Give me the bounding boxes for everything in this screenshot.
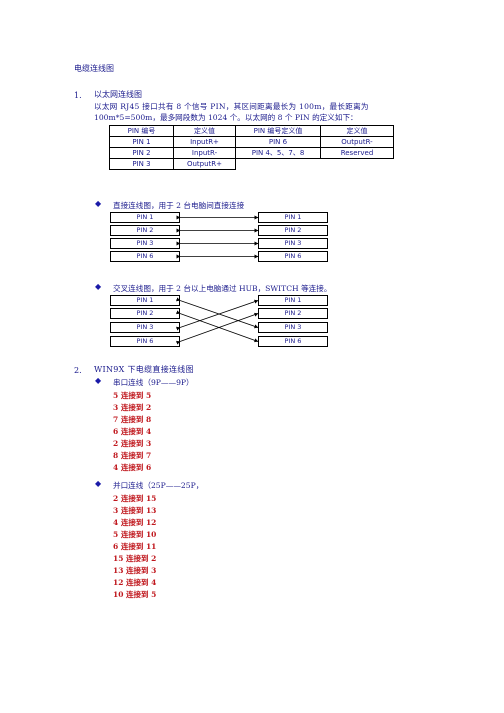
section-2-number: 2.	[74, 366, 82, 375]
cross-wire-6-to-2	[175, 312, 259, 345]
cross-right-pin: PIN 1	[258, 295, 328, 306]
cross-right-pin: PIN 2	[258, 308, 328, 319]
pin-definition-table: PIN 编号 定义值 PIN 编号定义值 定义值 PIN 1 InputR+ P…	[109, 125, 394, 170]
table-row: PIN 1 InputR+ PIN 6 OutputR-	[109, 136, 394, 148]
diamond-bullet-icon: ◆	[95, 376, 102, 385]
serial-connection-item: 6 连接到 4	[113, 427, 152, 436]
section-1-number: 1.	[74, 91, 82, 100]
section-1-heading: 以太网连线图	[94, 90, 142, 99]
straight-right-pin: PIN 6	[258, 251, 328, 262]
serial-connection-item: 5 连接到 5	[113, 391, 152, 400]
parallel-caption: 并口连线（25P——25P，	[113, 481, 204, 490]
parallel-connection-item: 5 连接到 10	[113, 530, 157, 539]
parallel-connection-item: 6 连接到 11	[113, 542, 157, 551]
cross-right-pin: PIN 3	[258, 322, 328, 333]
serial-connection-item: 3 连接到 2	[113, 403, 152, 412]
serial-connection-item: 2 连接到 3	[113, 439, 152, 448]
straight-right-pin: PIN 3	[258, 238, 328, 249]
table-row: PIN 2 InputR- PIN 4、5、7、8 Reserved	[109, 147, 394, 159]
straight-right-pin: PIN 2	[258, 225, 328, 236]
serial-connection-item: 4 连接到 6	[113, 463, 152, 472]
parallel-connection-item: 10 连接到 5	[113, 590, 157, 599]
serial-connection-item: 7 连接到 8	[113, 415, 152, 424]
section-2-heading: WIN9X 下电缆直接连线图	[94, 365, 194, 374]
parallel-connection-item: 4 连接到 12	[113, 518, 157, 527]
straight-diagram-caption: 直接连线图，用于 2 台电脑间直接连接	[113, 201, 245, 210]
straight-right-pin: PIN 1	[258, 212, 328, 223]
page-title: 电缆连线图	[74, 64, 114, 73]
serial-caption: 串口连线（9P——9P）	[113, 378, 194, 387]
parallel-connection-item: 2 连接到 15	[113, 494, 157, 503]
table-cell: OutputR+	[173, 158, 236, 170]
diamond-bullet-icon: ◆	[95, 479, 102, 488]
serial-connection-item: 8 连接到 7	[113, 451, 152, 460]
table-row: PIN 3 OutputR+	[109, 158, 394, 170]
section-1-paragraph-line-2: 100m*5=500m，最多网段数为 1024 个。以太网的 8 个 PIN 的…	[94, 113, 358, 122]
table-cell: Reserved	[320, 147, 394, 159]
cross-right-pin: PIN 6	[258, 336, 328, 347]
cross-diagram-caption: 交叉连线图，用于 2 台以上电脑通过 HUB，SWITCH 等连接。	[113, 284, 332, 293]
diamond-bullet-icon: ◆	[95, 282, 102, 291]
parallel-connection-item: 13 连接到 3	[113, 566, 157, 575]
section-1-paragraph-line-1: 以太网 RJ45 接口共有 8 个信号 PIN，其区间距离最长为 100m，最长…	[94, 102, 369, 111]
parallel-connection-item: 3 连接到 13	[113, 506, 157, 515]
diamond-bullet-icon: ◆	[95, 199, 102, 208]
parallel-connection-item: 15 连接到 2	[113, 554, 157, 563]
parallel-connection-item: 12 连接到 4	[113, 578, 157, 587]
